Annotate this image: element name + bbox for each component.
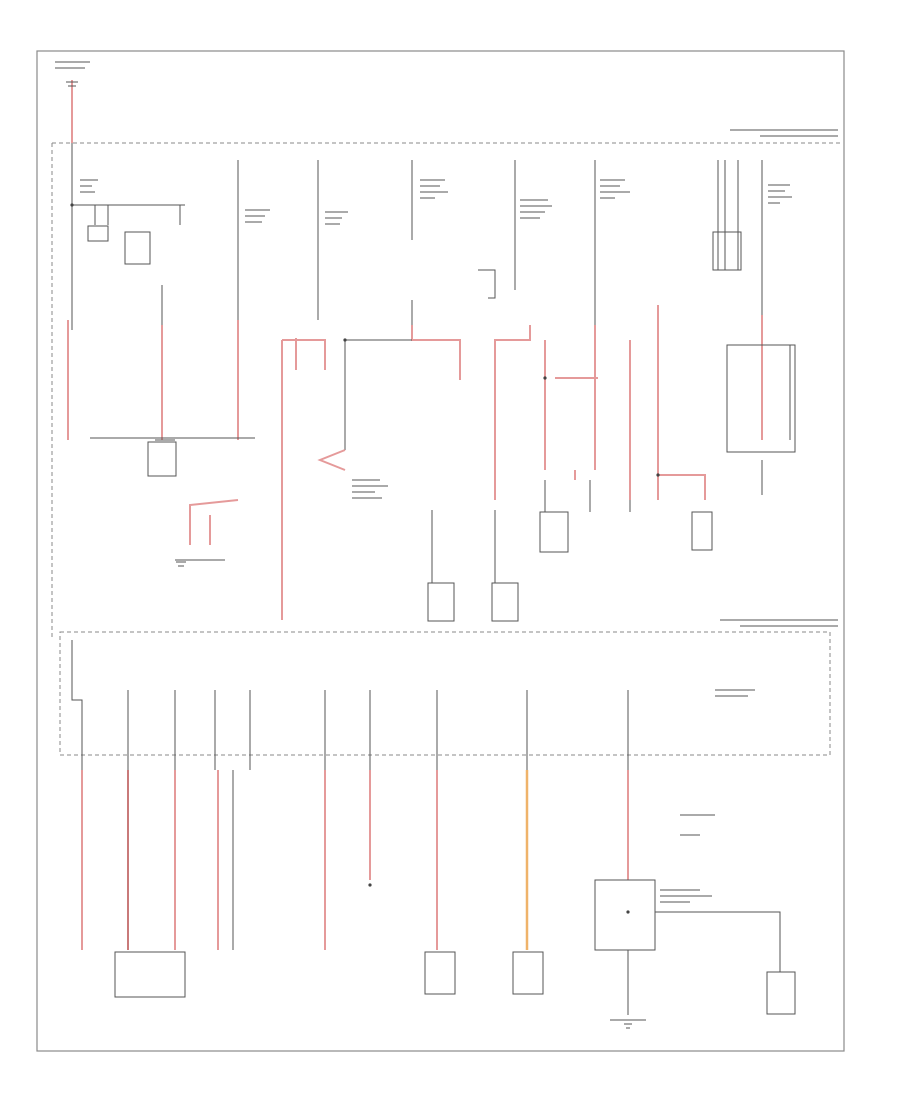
component-box — [427, 582, 455, 622]
upper-components — [427, 480, 713, 622]
lower-feeds — [71, 640, 796, 1021]
diagram-frame — [36, 50, 845, 1052]
ground-icon — [176, 561, 634, 1029]
splice-points — [70, 203, 660, 914]
splice-icon — [70, 203, 74, 207]
component-box — [114, 951, 186, 998]
splice-icon — [368, 883, 372, 887]
splice-icon — [543, 376, 547, 380]
battery-feed — [66, 80, 78, 143]
component-box — [691, 511, 713, 551]
component-box — [539, 511, 569, 553]
label-marks — [55, 61, 838, 903]
component-box — [512, 951, 544, 995]
component-box — [491, 582, 519, 622]
component-box — [594, 879, 656, 951]
component-box — [766, 971, 796, 1015]
upper-feeds — [67, 150, 796, 620]
splice-icon — [626, 910, 630, 914]
relay-icon — [87, 225, 109, 242]
underhood-fuse-block-outline — [51, 142, 842, 640]
splice-icon — [656, 473, 660, 477]
component-box — [424, 951, 456, 995]
ip-fuse-block-outline — [59, 631, 831, 756]
splice-icon — [343, 338, 347, 342]
